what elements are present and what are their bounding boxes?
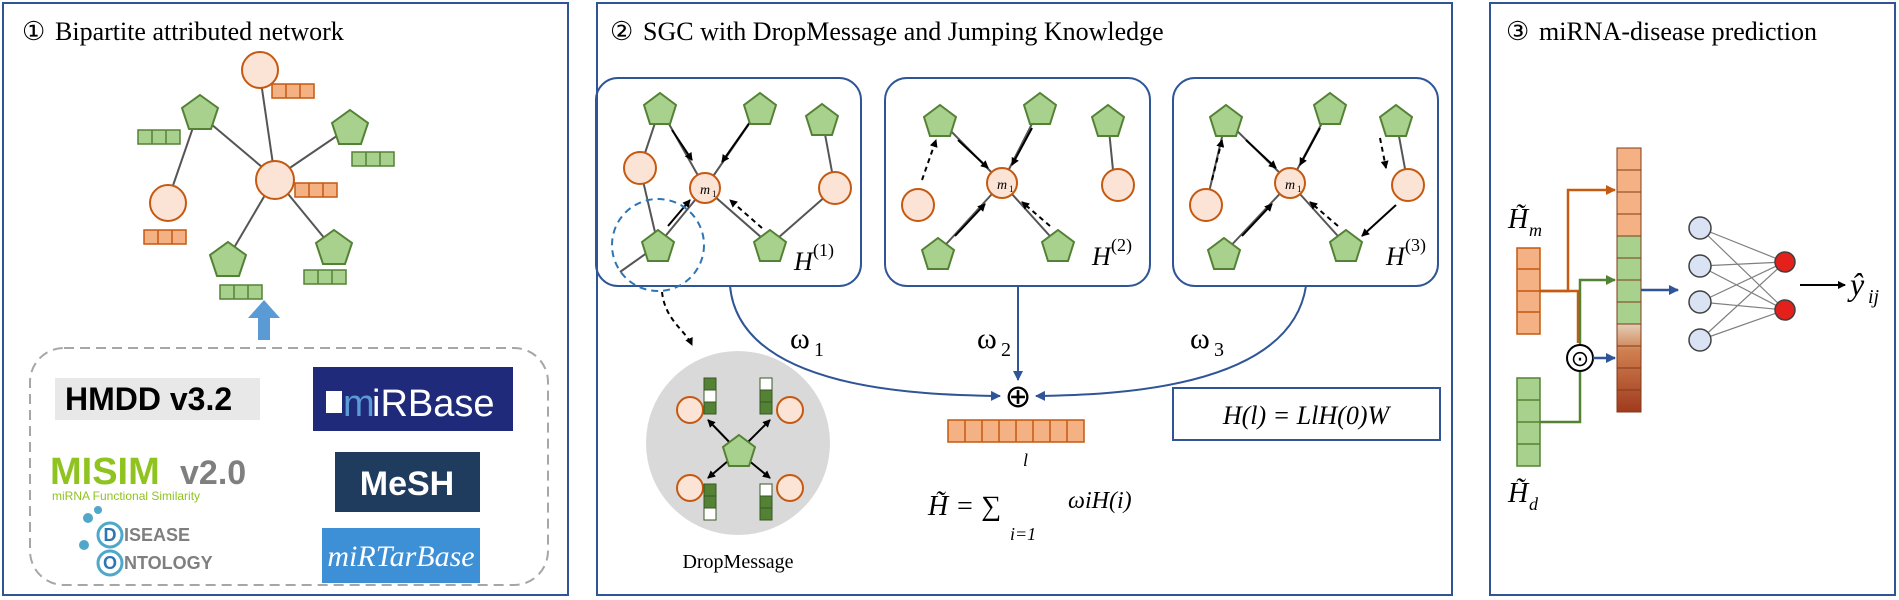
formula-sum-top: l bbox=[1023, 450, 1028, 470]
mlp-edges bbox=[1699, 227, 1786, 341]
do-line2: NTOLOGY bbox=[124, 553, 213, 573]
hd-vector bbox=[1516, 377, 1541, 467]
concat-vector bbox=[1616, 147, 1642, 413]
layer1-node-sub: 1 bbox=[712, 189, 717, 199]
hm-to-concat-arrow bbox=[1540, 185, 1616, 293]
layer2-sup: (2) bbox=[1111, 235, 1132, 256]
layer2-node-m: m bbox=[997, 178, 1007, 193]
database-sources-box bbox=[29, 347, 549, 586]
panel1-number: ① bbox=[22, 17, 45, 46]
formula-lhs: H̃ = ∑ bbox=[927, 491, 1001, 522]
dropmessage-focus-circle bbox=[611, 198, 705, 292]
do-line1: ISEASE bbox=[124, 525, 190, 545]
disease-feature-bars bbox=[137, 129, 395, 300]
jk-formula: H̃ = ∑ l i=1 ωiH(i) bbox=[927, 450, 1132, 544]
hmdd-logo-bg bbox=[55, 378, 260, 420]
layer2-box: m 1 H (2) bbox=[884, 77, 1151, 287]
weight-omega2: ω bbox=[977, 322, 997, 355]
mirtarbase-logo: miRTarBase bbox=[327, 540, 474, 573]
panel3-border bbox=[1489, 2, 1896, 596]
dropmessage-label: DropMessage bbox=[682, 551, 793, 573]
mirna-nodes bbox=[149, 51, 295, 222]
panel2-border bbox=[596, 2, 1453, 596]
do-letter-o: O bbox=[103, 553, 117, 573]
mirna-feature-bars bbox=[143, 83, 338, 245]
formula-rhs: ωiH(i) bbox=[1068, 488, 1132, 514]
dropmessage-pointer bbox=[661, 291, 693, 346]
panel-sgc: ② SGC with DropMessage and Jumping Knowl… bbox=[595, 2, 1453, 596]
do-letter-d: D bbox=[104, 525, 117, 545]
layer2-label: H bbox=[1091, 242, 1112, 271]
mesh-logo: MeSH bbox=[360, 465, 454, 503]
mirbase-glyph-icon bbox=[326, 391, 342, 413]
yhat-sub: ij bbox=[1868, 286, 1880, 308]
disease-nodes bbox=[180, 93, 370, 277]
mirtarbase-logo-bg bbox=[322, 528, 480, 583]
layer3-sup: (3) bbox=[1405, 235, 1426, 256]
layer1-box: m 1 H (1) bbox=[595, 77, 862, 292]
hd-sub: d bbox=[1529, 494, 1539, 514]
panel3-number: ③ bbox=[1506, 17, 1529, 46]
up-arrow-icon bbox=[248, 300, 280, 340]
hd-label: H̃ bbox=[1507, 478, 1530, 509]
mirbase-logo-text: iRBase bbox=[372, 383, 495, 425]
layer1-label: H bbox=[793, 247, 814, 276]
weight-omega1: ω bbox=[790, 322, 810, 355]
mlp-hidden-nodes bbox=[1688, 216, 1712, 352]
layer3-box: m 1 H (3) bbox=[1172, 77, 1439, 287]
hm-label: H̃ bbox=[1507, 204, 1530, 235]
propagation-formula-box bbox=[1172, 387, 1441, 441]
panel-bipartite-network: ① Bipartite attributed network bbox=[2, 2, 569, 596]
oplus-icon: ⊕ bbox=[1005, 378, 1032, 414]
disease-ontology-logo: D O ISEASE NTOLOGY bbox=[79, 506, 213, 577]
propagation-formula: H(l) = LlH(0)W bbox=[1222, 401, 1392, 430]
mirbase-logo-prefix: m bbox=[343, 383, 375, 425]
hmdd-logo: HMDD v3.2 bbox=[65, 381, 232, 417]
layer3-node-m: m bbox=[1285, 178, 1295, 193]
mirbase-logo-bg bbox=[313, 367, 513, 431]
panel1-title: Bipartite attributed network bbox=[55, 17, 344, 46]
formula-sum-bottom: i=1 bbox=[1010, 524, 1036, 544]
panel1-border bbox=[2, 2, 569, 596]
aggregated-feature-bar bbox=[947, 419, 1085, 443]
hm-to-dot-line bbox=[1540, 289, 1580, 343]
misim-logo-subtitle: miRNA Functional Similarity bbox=[52, 489, 200, 503]
weight-omega3: ω bbox=[1190, 322, 1210, 355]
hm-vector bbox=[1516, 247, 1541, 335]
dropmessage-graph bbox=[676, 377, 804, 521]
layer2-node-sub: 1 bbox=[1009, 184, 1014, 194]
mesh-logo-bg bbox=[335, 452, 480, 512]
mlp-output-nodes bbox=[1774, 251, 1796, 321]
hadamard-icon: ⊙ bbox=[1571, 346, 1589, 371]
panel-prediction: ③ miRNA-disease prediction H̃ m H̃ d ⊙ bbox=[1489, 2, 1896, 596]
weight-omega3-sub: 3 bbox=[1214, 339, 1224, 361]
misim-logo-main: MISIM bbox=[50, 451, 160, 493]
layer3-node-sub: 1 bbox=[1297, 184, 1302, 194]
layer1-sup: (1) bbox=[813, 240, 834, 261]
panel3-title: miRNA-disease prediction bbox=[1539, 17, 1817, 46]
layer3-label: H bbox=[1385, 242, 1406, 271]
weight-omega1-sub: 1 bbox=[814, 339, 824, 361]
weight-omega2-sub: 2 bbox=[1001, 339, 1011, 361]
yhat-label: ŷ bbox=[1847, 266, 1865, 302]
hm-sub: m bbox=[1529, 220, 1542, 240]
jk-connectors bbox=[729, 285, 1307, 401]
panel2-number: ② bbox=[610, 17, 633, 46]
layer1-node-m: m bbox=[700, 183, 710, 198]
panel2-title: SGC with DropMessage and Jumping Knowled… bbox=[643, 17, 1164, 46]
misim-logo-version: v2.0 bbox=[180, 454, 246, 492]
